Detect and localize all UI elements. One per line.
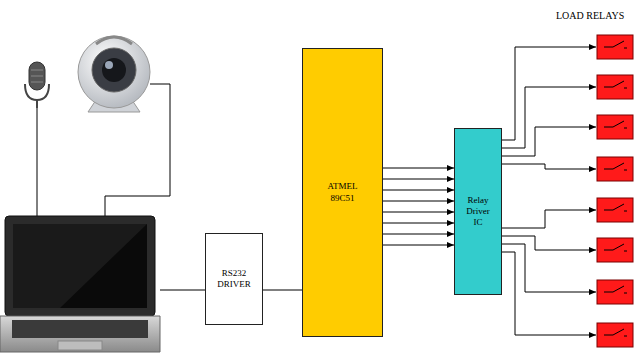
- relay-wire: [502, 87, 596, 148]
- relay-wire: [502, 236, 596, 250]
- relay-driver-box: Relay Driver IC: [454, 128, 502, 295]
- signal-line: [383, 179, 454, 180]
- signal-line: [383, 234, 454, 235]
- relay-wire: [502, 252, 596, 335]
- relay-box: [597, 35, 633, 59]
- driver-box: RS232 DRIVER: [205, 233, 263, 325]
- relay-contact: [613, 41, 624, 47]
- relay-group: [502, 35, 633, 347]
- relay-contact: [613, 244, 624, 250]
- relay-box: [597, 75, 633, 99]
- signal-line: [263, 290, 302, 291]
- signal-line: [383, 168, 454, 169]
- relay-wire: [502, 210, 596, 228]
- relay-wire: [502, 164, 596, 169]
- relay-contact: [604, 292, 613, 293]
- signal-line: [383, 223, 454, 224]
- relay-box: [597, 115, 633, 139]
- serial-cable: [160, 290, 205, 291]
- relay-contact: [604, 250, 613, 251]
- signal-line: [383, 212, 454, 213]
- relay-contact: [613, 81, 624, 87]
- relay-contact: [624, 336, 627, 337]
- relay-contact: [613, 204, 624, 210]
- node-label: ATMEL 89C51: [323, 181, 363, 204]
- mic-cable: [37, 108, 38, 218]
- webcam-icon: [78, 36, 150, 112]
- relay-contact: [624, 170, 627, 171]
- relay-contact: [624, 88, 627, 89]
- group-label: LOAD RELAYS: [556, 10, 624, 21]
- relay-contact: [604, 47, 613, 48]
- relay-box: [597, 323, 633, 347]
- relay-contact: [624, 211, 627, 212]
- node-label: RS232 DRIVER: [209, 268, 259, 291]
- relay-contact: [613, 286, 624, 292]
- relay-contact: [604, 87, 613, 88]
- relay-contact: [613, 163, 624, 169]
- relay-contact: [624, 128, 627, 129]
- relay-box: [597, 198, 633, 222]
- microphone-icon: [25, 62, 49, 108]
- relay-contact: [613, 121, 624, 127]
- relay-contact: [604, 127, 613, 128]
- node-label: Relay Driver IC: [461, 195, 495, 229]
- relay-wire: [502, 127, 596, 156]
- relay-contact: [624, 293, 627, 294]
- relay-box: [597, 238, 633, 262]
- relay-contact: [604, 210, 613, 211]
- relay-contact: [613, 329, 624, 335]
- relay-wire: [502, 47, 596, 140]
- webcam-cable: [105, 84, 170, 218]
- relay-box: [597, 157, 633, 181]
- relay-box: [597, 280, 633, 304]
- relay-wire: [502, 244, 596, 292]
- microcontroller-box: ATMEL 89C51: [302, 48, 383, 337]
- signal-line: [383, 190, 454, 191]
- laptop-icon: [0, 216, 160, 352]
- relay-contact: [604, 335, 613, 336]
- relay-contact: [604, 169, 613, 170]
- relay-contact: [624, 48, 627, 49]
- signal-line: [383, 245, 454, 246]
- signal-line: [383, 201, 454, 202]
- relay-contact: [624, 251, 627, 252]
